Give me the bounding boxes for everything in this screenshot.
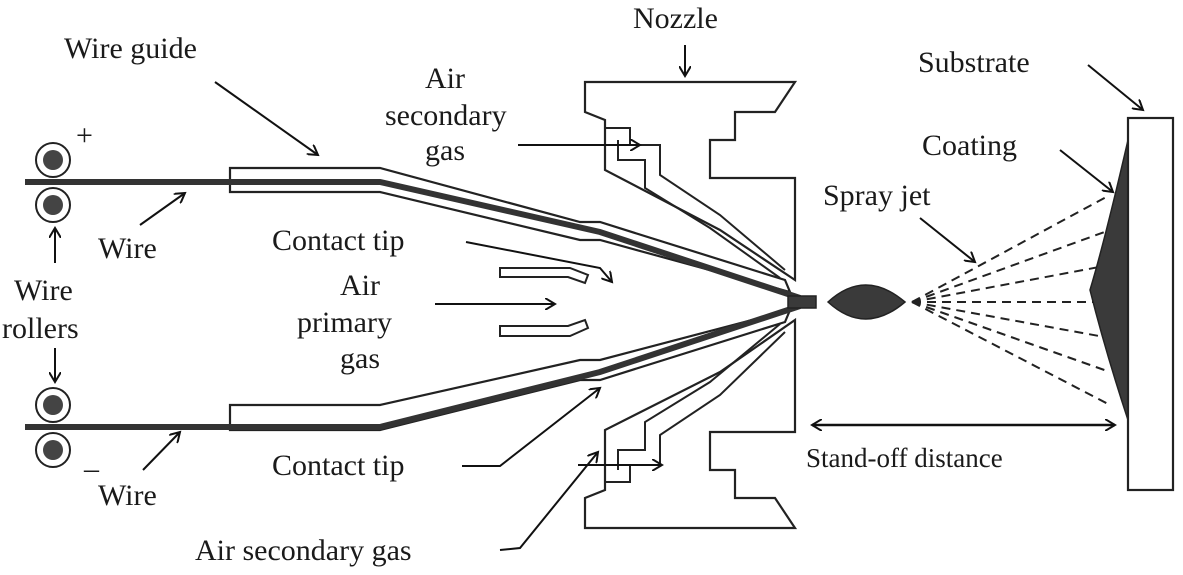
label-air-secondary-gas-top-1: Air <box>425 62 465 95</box>
label-wire-bottom: Wire <box>98 479 157 512</box>
label-wire-rollers-2: rollers <box>2 312 79 345</box>
annotation-arrows <box>55 45 1143 551</box>
label-air-primary-gas-2: primary <box>297 306 392 339</box>
wire-top <box>25 179 801 301</box>
arc-point <box>787 295 817 309</box>
coating <box>1089 139 1129 421</box>
label-air-primary-gas-1: Air <box>340 269 380 302</box>
label-stand-off-distance: Stand-off distance <box>806 443 1003 473</box>
label-wire-rollers-1: Wire <box>14 274 73 307</box>
label-wire-top: Wire <box>98 232 157 265</box>
label-plus: + <box>76 119 93 152</box>
spray-jet-lines <box>911 194 1111 406</box>
contact-tip-top <box>499 267 590 285</box>
label-substrate: Substrate <box>918 46 1030 79</box>
wire-rollers-top <box>35 142 71 223</box>
label-air-secondary-gas-bottom: Air secondary gas <box>195 534 412 567</box>
contact-tip-bottom <box>499 318 590 337</box>
wire-bottom <box>25 303 801 430</box>
label-coating: Coating <box>922 129 1017 162</box>
label-air-secondary-gas-top-3: gas <box>425 134 465 167</box>
secondary-gas-channel-top-inner <box>617 140 781 279</box>
label-contact-tip-top: Contact tip <box>272 224 404 257</box>
label-air-primary-gas-3: gas <box>340 342 380 375</box>
wire-rollers-bottom <box>35 387 71 468</box>
secondary-gas-channel-top <box>605 127 786 271</box>
label-minus: – <box>83 452 100 485</box>
label-spray-jet: Spray jet <box>823 179 931 212</box>
label-nozzle: Nozzle <box>633 2 718 35</box>
label-air-secondary-gas-top-2: secondary <box>385 99 507 132</box>
label-contact-tip-bottom: Contact tip <box>272 449 404 482</box>
label-wire-guide: Wire guide <box>64 32 197 65</box>
spray-droplet <box>826 284 907 320</box>
secondary-gas-channel-bottom-inner <box>617 323 781 470</box>
substrate <box>1126 116 1175 492</box>
